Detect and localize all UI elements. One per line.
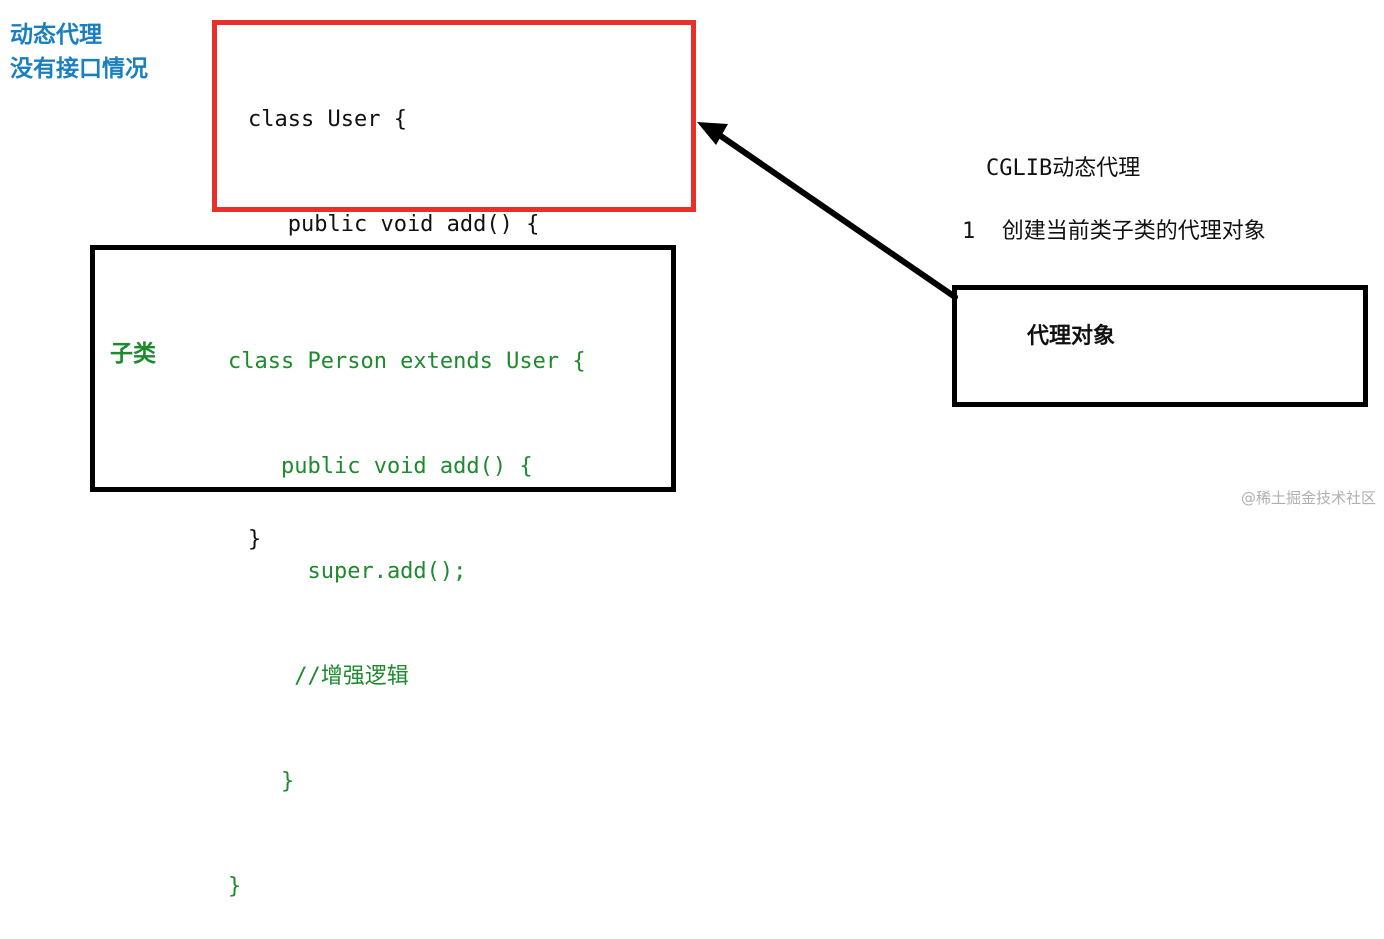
code-line: } bbox=[228, 769, 295, 794]
arrow-head bbox=[697, 122, 728, 145]
title-line-1: 动态代理 bbox=[10, 22, 102, 48]
code-line: class Person extends User { bbox=[228, 349, 586, 374]
cglib-title: CGLIB动态代理 bbox=[986, 156, 1141, 181]
cglib-step: 1 创建当前类子类的代理对象 bbox=[962, 219, 1266, 244]
proxy-object-label: 代理对象 bbox=[1027, 324, 1116, 349]
code-line: public void add() { bbox=[228, 454, 533, 479]
subclass-box bbox=[90, 245, 676, 492]
watermark: @稀土掘金技术社区 bbox=[1240, 489, 1376, 507]
title-line-2: 没有接口情况 bbox=[10, 56, 148, 82]
code-line: //增强逻辑 bbox=[228, 664, 409, 689]
user-class-box bbox=[212, 20, 696, 212]
proxy-object-box bbox=[952, 285, 1368, 407]
diagram-title: 动态代理 没有接口情况 bbox=[10, 18, 148, 86]
code-line: class User { bbox=[248, 107, 407, 132]
code-line: public void add() { bbox=[248, 212, 540, 237]
code-line: } bbox=[228, 874, 242, 899]
arrow-shaft bbox=[709, 127, 958, 300]
arrow-icon bbox=[697, 122, 958, 300]
subclass-label: 子类 bbox=[110, 341, 156, 367]
code-line: super.add(); bbox=[228, 559, 467, 584]
